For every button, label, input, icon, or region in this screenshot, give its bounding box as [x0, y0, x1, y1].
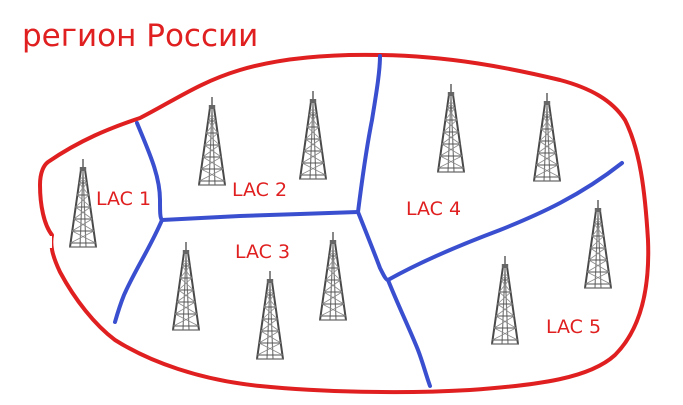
lac-boundary-1-2	[135, 121, 164, 222]
lac-label-4: LAC 4	[406, 198, 461, 220]
lac-label-1: LAC 1	[96, 188, 151, 210]
cell-tower-icon	[583, 199, 613, 289]
cell-tower-icon	[68, 158, 98, 248]
lac-label-2: LAC 2	[232, 179, 287, 201]
cell-tower-icon	[298, 90, 328, 180]
cell-tower-icon	[197, 96, 227, 186]
cell-tower-icon	[171, 241, 201, 331]
cell-tower-icon	[318, 231, 348, 321]
cell-tower-icon	[436, 83, 466, 173]
cell-tower-icon	[255, 270, 285, 360]
lac-boundary-3-5	[386, 278, 432, 388]
lac-boundary-2-4	[356, 54, 382, 214]
lac-label-5: LAC 5	[546, 316, 601, 338]
lac-boundary-4-5	[386, 161, 624, 282]
lac-boundary-1-3	[113, 218, 164, 324]
cell-tower-icon	[490, 255, 520, 345]
cell-tower-icon	[532, 92, 562, 182]
region-title: регион России	[22, 18, 259, 54]
lac-label-3: LAC 3	[235, 241, 290, 263]
lac-boundary-2-3	[160, 210, 360, 222]
lac-boundary-3-4	[356, 210, 390, 282]
region-boundary	[38, 52, 651, 395]
cell-towers	[68, 83, 613, 360]
